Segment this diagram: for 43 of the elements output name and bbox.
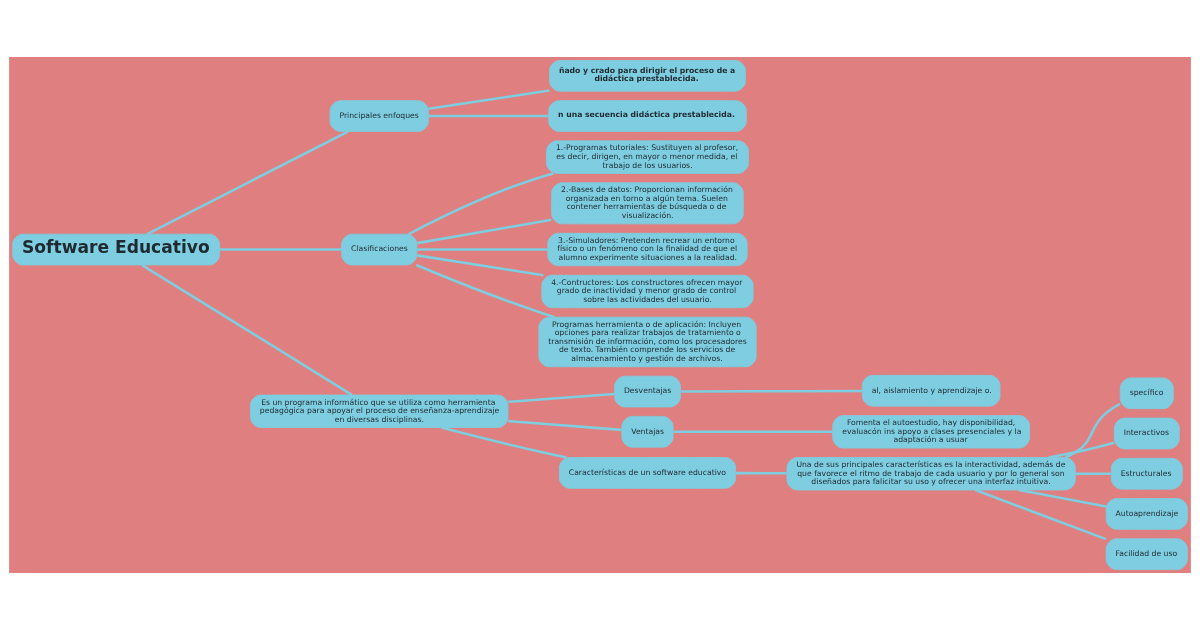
- node-box: 1.-Programas tutoriales: Sustituyen al profesor, es decir, dirigen, en mayor o menor medida, el trabajo de los usuarios.: [546, 140, 749, 174]
- connector: [428, 114, 549, 118]
- connector: [1065, 402, 1121, 459]
- node-box: Autoaprendizaje: [1105, 498, 1188, 530]
- connector: [408, 172, 554, 236]
- node-box: Una de sus principales características es la interactividad, además de que favorece el ritmo de trabajo de cada usuario y por lo general son diseñados para falicitar su uso y ofrecer una interfaz intuitiva.: [786, 457, 1076, 491]
- connector: [141, 263, 353, 396]
- node-box: Interactivos: [1113, 417, 1180, 450]
- node-box: Clasificaciones: [341, 233, 418, 266]
- connector: [416, 218, 552, 245]
- connector: [146, 130, 349, 236]
- connector: [673, 430, 833, 434]
- node-box: ñado y crado para dirigir el proceso de a didáctica prestablecida.: [549, 60, 746, 92]
- node-box: Estructurales: [1110, 457, 1183, 490]
- connector: [680, 389, 863, 393]
- connector: [1075, 472, 1111, 476]
- connector: [415, 263, 556, 319]
- node-box: Facilidad de uso: [1105, 538, 1188, 570]
- node-box: 2.-Bases de datos: Proporcionan información organizada en torno a algún tema. Suelen contener herramientas de búsqueda o de visualización.: [551, 182, 744, 225]
- node-box: 4.-Contructores: Los constructores ofrecen mayor grado de inactividad y menor grado de control sobre las actividades del usuario.: [541, 274, 754, 309]
- connector: [416, 254, 544, 277]
- node-box: Software Educativo: [12, 233, 221, 266]
- connector: [417, 248, 548, 251]
- node-box: Características de un software educativo: [558, 457, 737, 489]
- node-box: 3.-Simuladores: Pretenden recrear un entorno físico o un fenómeno con la finalidad de que el alumno experimente situaciones a la realidad.: [547, 232, 748, 267]
- node-box: specífico: [1119, 377, 1174, 410]
- connector: [508, 419, 622, 432]
- connector: [1018, 488, 1107, 508]
- node-box: Es un programa informático que se utiliza como herramienta pedagógica para apoyar el proceso de enseñanza-aprendizaje en diversas disciplinas.: [250, 394, 509, 428]
- connector: [736, 471, 787, 475]
- connector: [974, 488, 1107, 541]
- node-box: n una secuencia didáctica prestablecida.: [548, 100, 747, 132]
- node-box: al, aislamiento y aprendizaje o.: [861, 374, 1001, 407]
- connector: [508, 392, 615, 404]
- node-box: Desventajas: [614, 375, 681, 408]
- node-box: Programas herramienta o de aplicación: Incluyen opciones para realizar trabajos de tratamiento o transmisión de información, como los procesadores de texto. También comprende los servicios de almacenamiento y gestión de archivos.: [538, 316, 757, 368]
- node-box: Ventajas: [621, 415, 674, 448]
- node-box: Fomenta el autoestudio, hay disponibilidad, evaluacón ins apoyo a clases presenciales y la adaptación a usuar: [832, 415, 1030, 449]
- connector: [428, 89, 550, 110]
- connector: [219, 248, 342, 251]
- connector: [441, 426, 567, 459]
- node-box: Principales enfoques: [329, 100, 429, 132]
- connector: [1048, 441, 1115, 459]
